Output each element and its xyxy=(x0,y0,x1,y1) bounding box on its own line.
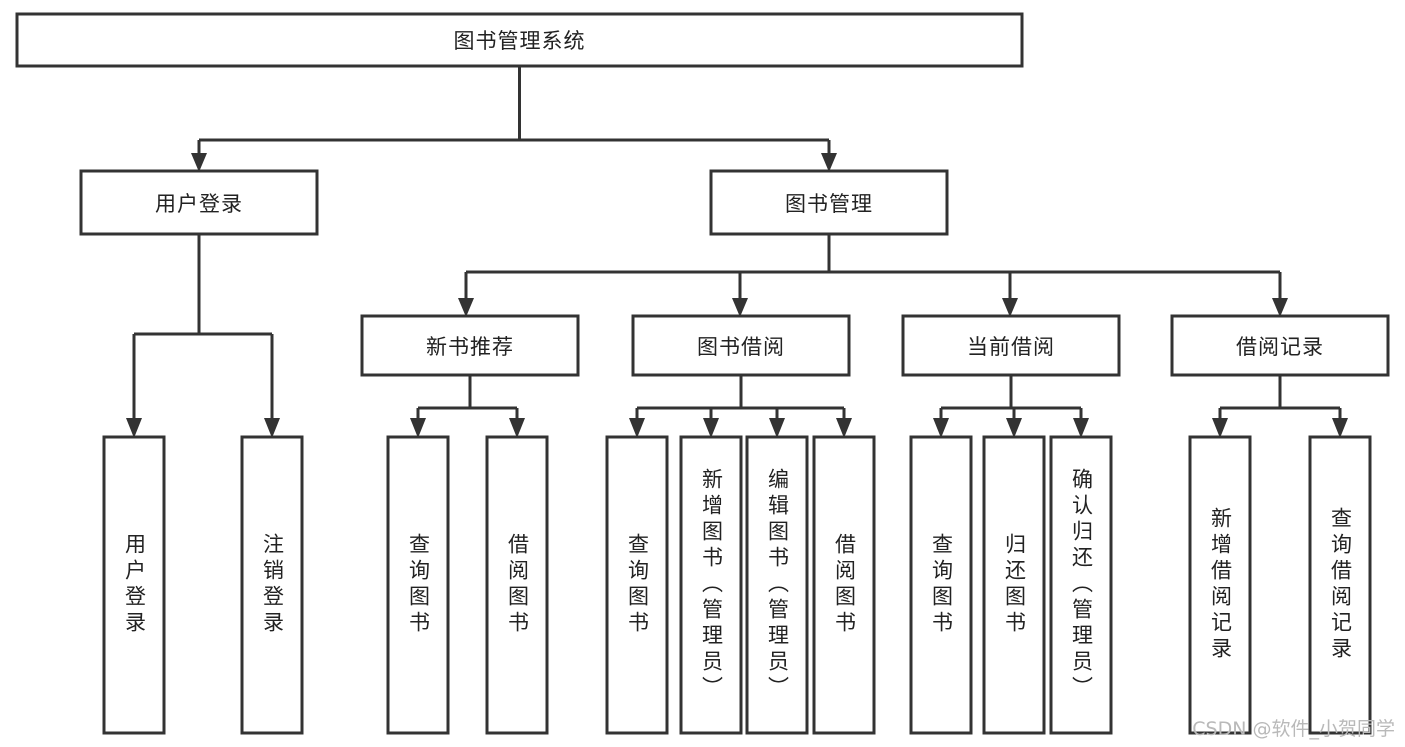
node-leaf-return-book[interactable] xyxy=(982,435,1046,735)
node-leaf-query-book-2[interactable] xyxy=(605,435,669,735)
arrowhead-leaf-edit-book xyxy=(769,418,785,438)
connector-book-manage-to-submodules xyxy=(458,234,1288,317)
node-root[interactable] xyxy=(15,12,1024,68)
node-leaf-query-book-1[interactable] xyxy=(386,435,450,735)
node-leaf-borrow-book-2[interactable] xyxy=(812,435,876,735)
arrowhead-leaf-borrow-book-2 xyxy=(836,418,852,438)
arrowhead-leaf-borrow-book-1 xyxy=(509,418,525,438)
node-user-login[interactable] xyxy=(79,169,319,236)
node-leaf-add-record[interactable] xyxy=(1188,435,1252,735)
node-leaf-logout[interactable] xyxy=(240,435,304,735)
arrowhead-new-book-rec xyxy=(458,298,474,317)
connector-new-book-rec-to-leaves xyxy=(410,375,525,438)
node-leaf-borrow-book-1[interactable] xyxy=(485,435,549,735)
node-leaf-edit-book[interactable] xyxy=(745,435,809,735)
arrowhead-book-borrow xyxy=(732,298,748,317)
arrowhead-borrow-record xyxy=(1272,298,1288,317)
arrowhead-leaf-add-record xyxy=(1212,418,1228,438)
node-current-borrow[interactable] xyxy=(901,314,1121,377)
arrowhead-leaf-query-book-1 xyxy=(410,418,426,438)
arrowhead-book-manage xyxy=(821,153,837,172)
arrowhead-leaf-query-record xyxy=(1332,418,1348,438)
arrowhead-leaf-query-book-2 xyxy=(629,418,645,438)
connector-current-borrow-to-leaves xyxy=(933,375,1089,438)
node-borrow-record[interactable] xyxy=(1170,314,1390,377)
arrowhead-leaf-return-book xyxy=(1006,418,1022,438)
arrowhead-current-borrow xyxy=(1002,298,1018,317)
arrowhead-leaf-add-book xyxy=(703,418,719,438)
arrowhead-leaf-logout xyxy=(264,418,280,438)
node-leaf-add-book[interactable] xyxy=(679,435,743,735)
connector-root-to-modules xyxy=(191,66,837,172)
connector-book-borrow-to-leaves xyxy=(629,375,852,438)
node-book-borrow[interactable] xyxy=(631,314,851,377)
arrowhead-leaf-confirm-return xyxy=(1073,418,1089,438)
arrowhead-user-login xyxy=(191,153,207,172)
node-leaf-confirm-return[interactable] xyxy=(1049,435,1113,735)
node-leaf-user-login[interactable] xyxy=(102,435,166,735)
connector-borrow-record-to-leaves xyxy=(1212,375,1348,438)
node-new-book-rec[interactable] xyxy=(360,314,580,377)
connector-user-login-to-leaves xyxy=(126,234,280,438)
arrowhead-leaf-query-book-3 xyxy=(933,418,949,438)
node-leaf-query-record[interactable] xyxy=(1308,435,1372,735)
node-leaf-query-book-3[interactable] xyxy=(909,435,973,735)
node-book-manage[interactable] xyxy=(709,169,949,236)
arrowhead-leaf-user-login xyxy=(126,418,142,438)
